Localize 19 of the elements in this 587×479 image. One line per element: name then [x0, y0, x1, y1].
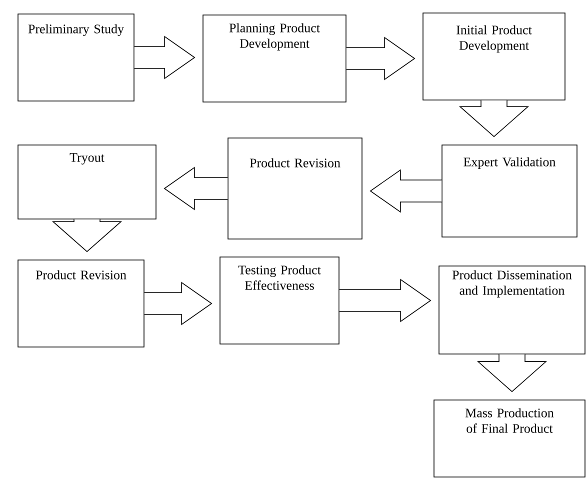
process-box: Testing Product Effectiveness	[220, 256, 340, 344]
block-arrow	[144, 282, 212, 326]
process-box: Preliminary Study	[18, 14, 134, 102]
process-box: Expert Validation	[442, 144, 578, 238]
process-box: Initial Product Development	[422, 12, 566, 100]
process-box: Product Revision	[18, 260, 144, 348]
block-arrow	[476, 354, 548, 392]
block-arrow	[134, 36, 196, 80]
process-box: Product Revision	[228, 138, 362, 240]
process-box: Product Dissemination and Implementation	[438, 266, 586, 354]
process-box: Tryout	[18, 144, 156, 220]
block-arrow	[370, 169, 442, 213]
block-arrow	[346, 36, 416, 80]
block-arrow	[339, 278, 432, 322]
process-box: Planning Product Development	[202, 14, 346, 102]
block-arrow	[164, 166, 228, 210]
block-arrow	[52, 218, 122, 252]
process-box: Mass Production of Final Product	[434, 400, 586, 478]
block-arrow	[458, 100, 530, 138]
